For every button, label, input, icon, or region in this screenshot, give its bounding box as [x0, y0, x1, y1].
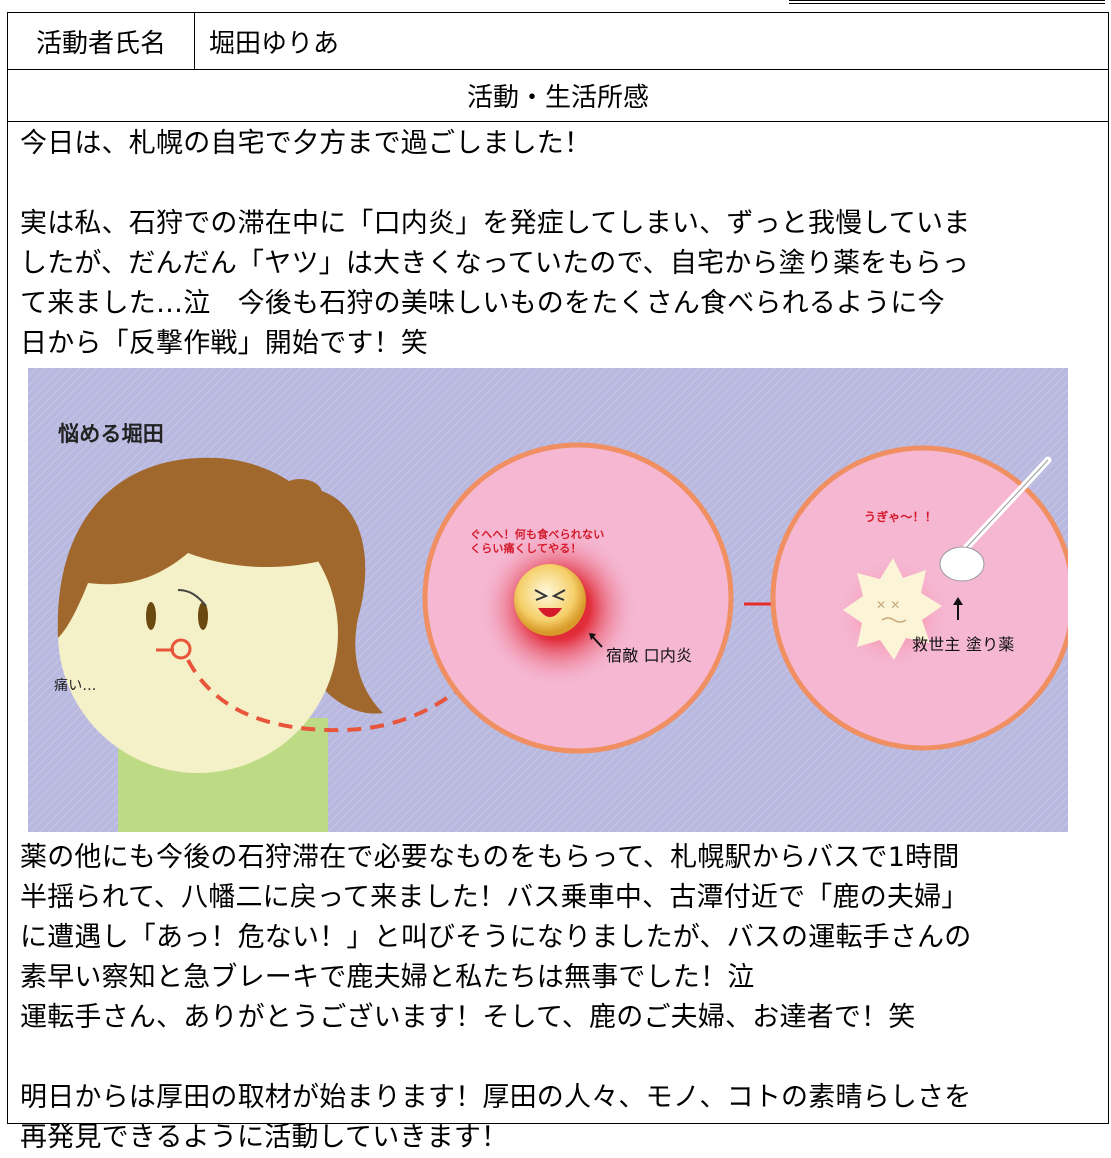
enemy-mouth	[538, 608, 562, 617]
defeated-mouth	[881, 617, 907, 623]
pain-text: 痛い…	[54, 677, 97, 694]
enemy-speech-line: ぐへへ！何も食べられない	[470, 527, 604, 541]
paragraph-line: 日から「反撃作戦」開始です！笑	[20, 328, 428, 359]
illustration-svg: 悩める堀田	[28, 368, 1068, 832]
enemy-right-eye	[551, 589, 566, 601]
name-label: 活動者氏名	[8, 13, 195, 69]
spacer	[20, 164, 1108, 204]
enemy-left-eye	[534, 589, 549, 601]
paragraph-line: 明日からは厚田の取材が始まります！厚田の人々、モノ、コトの素晴らしさを	[20, 1082, 972, 1113]
paragraph-line: て来ました…泣 今後も石狩の美味しいものをたくさん食べられるように今	[20, 288, 945, 319]
paragraph-line: 半揺られて、八幡二に戻って来ました！バス乗車中、古潭付近で「鹿の夫婦」	[20, 882, 969, 913]
report-table: 活動者氏名 堀田ゆりあ 活動・生活所感 今日は、札幌の自宅で夕方まで過ごしました…	[7, 12, 1109, 1153]
right-eye	[198, 602, 208, 630]
name-row: 活動者氏名 堀田ゆりあ	[8, 12, 1108, 70]
daily-report-document: 活動者氏名 堀田ゆりあ 活動・生活所感 今日は、札幌の自宅で夕方まで過ごしました…	[7, 0, 1109, 1153]
left-eye	[146, 602, 156, 630]
stomatitis-illustration: 悩める堀田	[28, 368, 1068, 832]
enemy-label: 宿敵 口内炎	[606, 646, 692, 665]
enemy-label-arrowhead	[589, 633, 596, 640]
paragraph-line: 素早い察知と急ブレーキで鹿夫婦と私たちは無事でした！泣	[20, 962, 755, 993]
paragraph-line: 再発見できるように活動していきます！	[20, 1122, 509, 1153]
ointment-swab	[939, 546, 985, 582]
paragraph-line: に遭遇し「あっ！危ない！」と叫びそうになりましたが、バスの運転手さんの	[20, 922, 972, 953]
top-header-underline	[789, 0, 1105, 4]
name-value: 堀田ゆりあ	[209, 28, 340, 59]
paragraph-line: したが、だんだん「ヤツ」は大きくなっていたので、自宅から塗り薬をもらっ	[20, 248, 970, 279]
cotton-swab-outline	[965, 459, 1049, 549]
dashed-connector	[186, 659, 460, 733]
defeated-eyes: ✕ ✕	[876, 598, 901, 612]
intro-paragraph: 今日は、札幌の自宅で夕方まで過ごしました！	[20, 128, 592, 159]
medicine-label: 救世主 塗り薬	[912, 635, 1015, 654]
scream-text: うぎゃ～！！	[864, 509, 937, 524]
medicine-label-arrowhead	[953, 597, 963, 605]
paragraph-tomorrow: 明日からは厚田の取材が始まります！厚田の人々、モノ、コトの素晴らしさを 再発見で…	[20, 1078, 1108, 1158]
paragraph-line: 実は私、石狩での滞在中に「口内炎」を発症してしまい、ずっと我慢していま	[20, 208, 971, 239]
report-body: 今日は、札幌の自宅で夕方まで過ごしました！ 実は私、石狩での滞在中に「口内炎」を…	[20, 124, 1108, 1158]
defeated-stomatitis	[843, 558, 942, 660]
paragraph-bus: 薬の他にも今後の石狩滞在で必要なものをもらって、札幌駅からバスで1時間 半揺られ…	[20, 838, 1108, 1038]
hair	[57, 457, 333, 638]
spacer	[20, 1038, 1108, 1078]
illustration-title: 悩める堀田	[58, 421, 164, 446]
paragraph-line: 薬の他にも今後の石狩滞在で必要なものをもらって、札幌駅からバスで1時間	[20, 842, 960, 873]
enemy-speech-line: くらい痛くしてやる！	[470, 541, 582, 555]
eyebrow	[177, 589, 207, 607]
paragraph-line: 運転手さん、ありがとうございます！そして、鹿のご夫婦、お達者で！笑	[20, 1002, 916, 1033]
enemy-stomatitis	[514, 564, 586, 636]
section-title: 活動・生活所感	[8, 70, 1108, 122]
paragraph-ointment: 実は私、石狩での滞在中に「口内炎」を発症してしまい、ずっと我慢していま したが、…	[20, 204, 1108, 364]
